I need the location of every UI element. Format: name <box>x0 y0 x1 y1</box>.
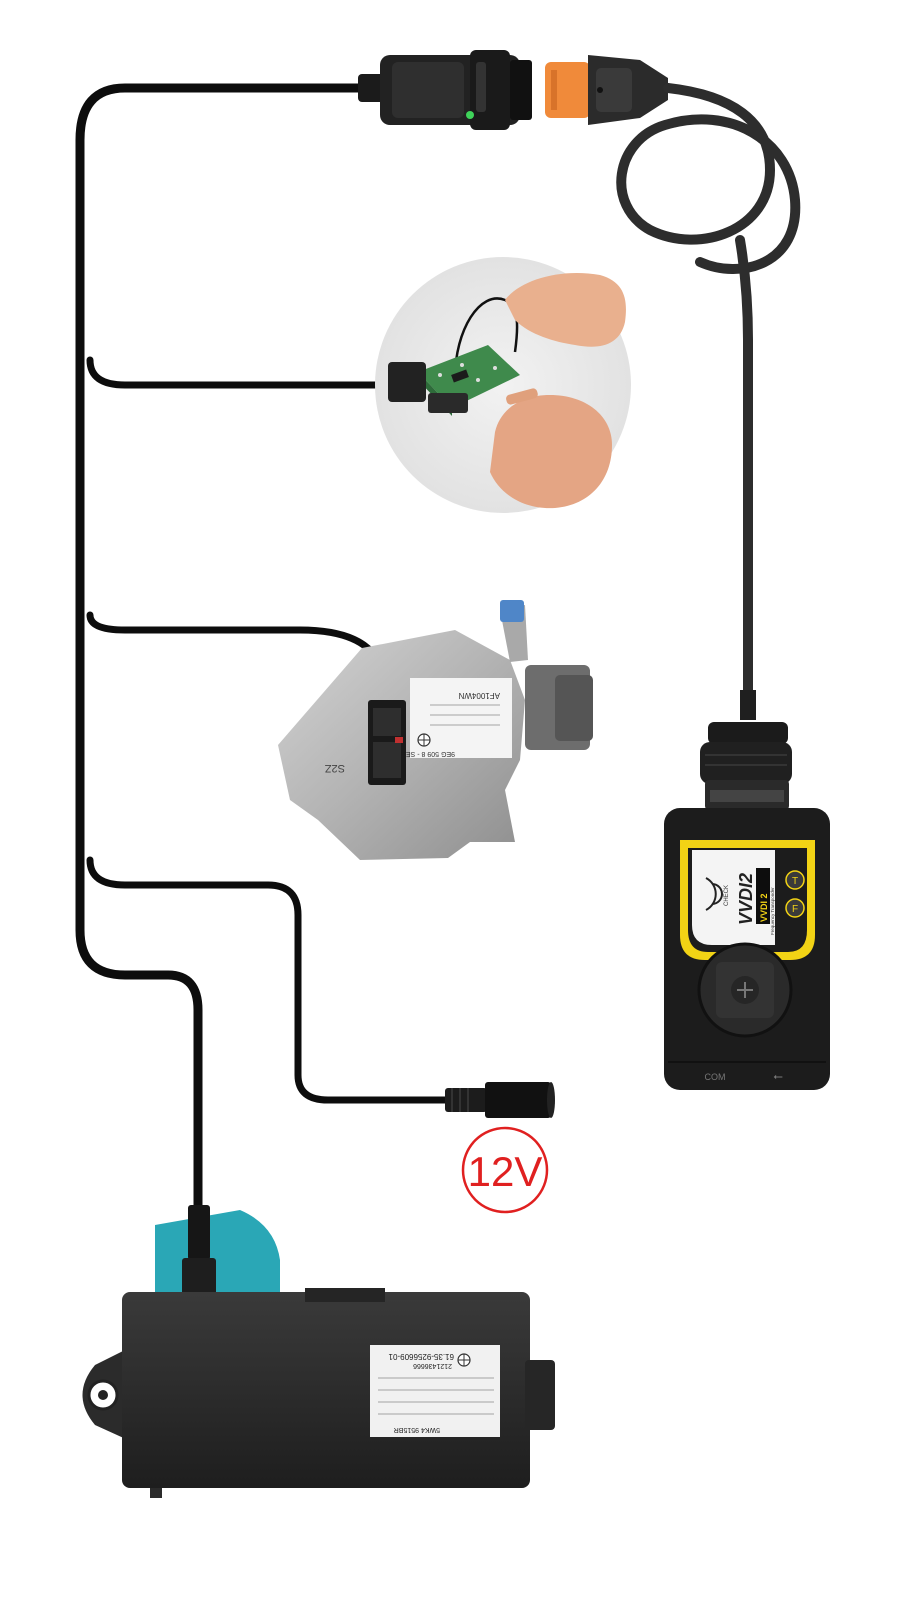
cas-module: 61.35-9256609-01 2121436666 5WK4 9515BR <box>82 1205 555 1498</box>
voltage-badge: 12V <box>461 1126 549 1214</box>
usb-icon: ⭠ <box>773 1069 783 1083</box>
svg-text:F: F <box>792 904 798 915</box>
button-f: F <box>785 898 805 918</box>
dc-power-jack <box>445 1082 555 1118</box>
subtitle-label: Frequency Transponder <box>770 887 775 935</box>
cas-label-line3: 5WK4 9515BR <box>394 1426 440 1433</box>
ews-label-line2: 9EG 509 8 - SE 10 <box>396 750 455 757</box>
check-label: CHECK <box>724 885 730 906</box>
svg-text:S2Z: S2Z <box>325 762 345 774</box>
branch-12v <box>86 856 454 1104</box>
hand-upper <box>505 272 626 347</box>
button-t: T <box>785 870 805 890</box>
ews-label: AF1004WN 9EG 509 8 - SE 10 <box>396 678 512 758</box>
obd-male-connector <box>545 55 668 125</box>
trunk-cable <box>75 83 375 1220</box>
voltage-label: 12V <box>468 1148 543 1195</box>
eeprom-circle <box>375 257 631 513</box>
ews-steering-lock: AF1004WN 9EG 509 8 - SE 10 S2Z <box>278 600 593 860</box>
obd-female-connector <box>358 50 532 130</box>
status-led-icon <box>466 111 474 119</box>
vvdi2-programmer: CHECK VVDI2 VVDI 2 Frequency Transponder… <box>664 690 830 1090</box>
branch-eeprom <box>86 356 389 389</box>
key-slot <box>697 942 793 1038</box>
svg-text:T: T <box>792 876 798 887</box>
cas-label-line1: 61.35-9256609-01 <box>388 1352 454 1361</box>
brand-label: VVDI2 <box>736 873 756 925</box>
brand-badge: VVDI 2 <box>759 893 769 922</box>
com-label: COM <box>705 1072 726 1082</box>
check-wave-icon <box>705 877 723 911</box>
cas-label: 61.35-9256609-01 2121436666 5WK4 9515BR <box>370 1345 500 1437</box>
hand-lower <box>490 395 612 509</box>
programmer-cable-coil <box>616 83 801 705</box>
ews-label-line1: AF1004WN <box>458 691 500 700</box>
harness-cables <box>75 83 454 1220</box>
cas-label-line2: 2121436666 <box>413 1362 452 1369</box>
